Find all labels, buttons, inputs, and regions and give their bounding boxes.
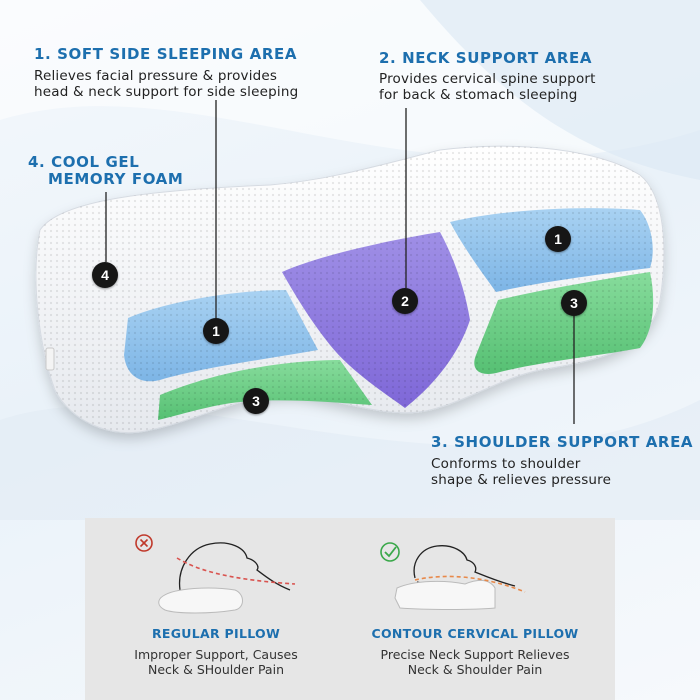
contour-pillow-desc-line2: Neck & Shoulder Pain (407, 662, 543, 677)
regular-spine-line (176, 557, 296, 585)
badge-2: 2 (392, 288, 418, 314)
contour-pillow-desc-line1: Precise Neck Support Relieves (380, 647, 570, 662)
soft-side-title: 1. SOFT SIDE SLEEPING AREA (34, 45, 298, 63)
neck-support-desc-line1: Provides cervical spine support (379, 71, 596, 87)
shoulder-support-desc-line2: shape & relieves pressure (431, 472, 612, 488)
check-circle-icon (380, 542, 400, 562)
badge-4: 4 (92, 262, 118, 288)
contour-spine-line (414, 575, 526, 593)
shoulder-support-desc-line1: Conforms to shoulder (431, 456, 581, 472)
regular-pillow (158, 587, 243, 614)
soft-side-desc-line2: head & neck support for side sleeping (34, 84, 299, 100)
badge-1-left: 1 (203, 318, 229, 344)
cross-circle-icon (135, 534, 153, 552)
neck-support-desc-line2: for back & stomach sleeping (379, 87, 578, 103)
badge-3-left: 3 (243, 388, 269, 414)
cool-gel-title-line2: MEMORY FOAM (48, 170, 184, 188)
comparison-panel: REGULAR PILLOW Improper Support, Causes … (85, 518, 615, 700)
badge-3-right: 3 (561, 290, 587, 316)
regular-pillow-desc-line1: Improper Support, Causes (134, 647, 298, 662)
regular-pillow-desc-line2: Neck & SHoulder Pain (148, 662, 284, 677)
contour-pillow-figure (413, 545, 516, 587)
badge-1-right: 1 (545, 226, 571, 252)
comparison-illustrations (135, 534, 526, 614)
contour-pillow-title: CONTOUR CERVICAL PILLOW (371, 626, 579, 641)
regular-pillow-title: REGULAR PILLOW (151, 626, 281, 641)
neck-support-title: 2. NECK SUPPORT AREA (379, 49, 593, 67)
soft-side-desc-line1: Relieves facial pressure & provides (34, 68, 278, 84)
contour-pillow (394, 580, 496, 610)
cool-gel-title-line1: 4. COOL GEL (28, 153, 140, 171)
shoulder-support-title: 3. SHOULDER SUPPORT AREA (431, 433, 694, 451)
